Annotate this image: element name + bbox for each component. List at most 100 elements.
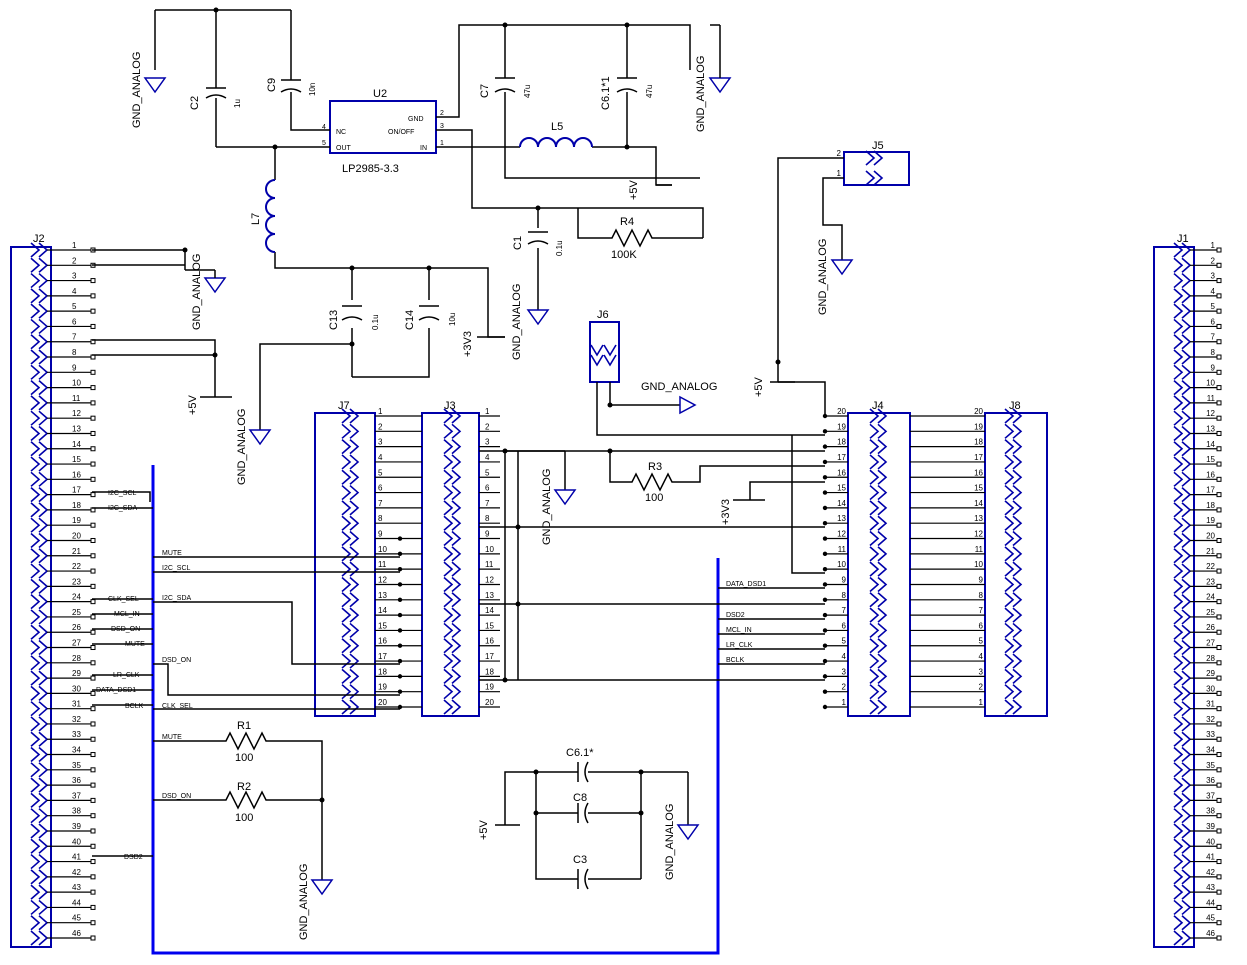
j8-pin-number: 1 — [979, 698, 984, 707]
ground-symbols — [143, 77, 854, 896]
j1-pin-contact — [1173, 624, 1192, 640]
j1-body — [1153, 246, 1195, 948]
j2-pin-number: 38 — [72, 807, 81, 816]
j2-pin-pad — [90, 859, 96, 865]
j2-pin-number: 43 — [72, 883, 81, 892]
j4-pin-junction — [822, 597, 828, 602]
j3-pin-contact — [443, 469, 462, 485]
j8-pin-number: 19 — [974, 422, 983, 431]
ground-stubs — [185, 24, 721, 278]
j2-net-27: MUTE — [125, 641, 145, 648]
j8-pin-number: 17 — [974, 453, 983, 462]
j4-pin-contact — [869, 576, 888, 593]
j8-pin-number: 10 — [974, 560, 983, 569]
j2-pin-number: 12 — [72, 409, 81, 418]
j4-pin-contact — [869, 699, 888, 715]
j1-pin-number: 10 — [1206, 379, 1215, 388]
j1-pin-contact — [1173, 823, 1192, 839]
j8-pin-contact — [1004, 699, 1023, 715]
j1-pin-contact — [1173, 808, 1192, 824]
j1-pin-pad — [1216, 293, 1222, 299]
j3-pin-contact — [443, 484, 462, 501]
c3-ref: C3 — [573, 854, 587, 866]
j2-pin-contact — [30, 777, 49, 793]
j8-pin-number: 3 — [979, 667, 984, 676]
j1-pin-number: 5 — [1211, 302, 1216, 311]
c8-ref: C8 — [573, 792, 587, 804]
resistor-symbols — [215, 228, 688, 810]
j1-pin-number: 45 — [1206, 914, 1215, 923]
power-bars — [477, 184, 795, 826]
j8-pin-contact — [1004, 408, 1023, 424]
j2-pin-pad — [90, 323, 96, 329]
j2-pin-pad — [90, 537, 96, 543]
j2-pin-number: 22 — [72, 562, 81, 571]
j2-pin-number: 32 — [72, 715, 81, 724]
j1-pin-pad — [1216, 782, 1222, 788]
r4-ref: R4 — [620, 216, 634, 228]
gnd-label-9: GND_ANALOG — [298, 864, 310, 940]
j1-pin-number: 33 — [1206, 730, 1215, 739]
j8-pin-contact — [1004, 653, 1023, 669]
j2-net-26: DSD_ON — [111, 626, 140, 633]
j2-pin-contact — [30, 517, 49, 533]
j1-pin-number: 41 — [1206, 853, 1215, 862]
j1-pin-number: 16 — [1206, 470, 1215, 479]
c7-ref: C7 — [479, 84, 491, 98]
u2-ref: U2 — [373, 88, 387, 100]
j7-pin-contact — [341, 592, 360, 608]
j7-pin-number: 20 — [378, 698, 387, 707]
j7-pin-contact — [341, 653, 360, 669]
j3-pin-number: 11 — [485, 560, 494, 569]
j3-pin-contact — [443, 546, 462, 562]
j4-pin-number: 20 — [837, 407, 846, 416]
j1-pin-contact — [1173, 563, 1192, 579]
p5v-label-2: +5V — [187, 394, 199, 415]
j1-pin-contact — [1173, 899, 1192, 916]
j1-pin-pad — [1216, 415, 1222, 421]
j8-pin-number: 9 — [979, 575, 984, 584]
j2-pin-number: 21 — [72, 547, 81, 556]
j2-pin-number: 4 — [72, 287, 77, 296]
j4-pin-junction — [822, 582, 828, 587]
j1-pin-number: 11 — [1207, 394, 1216, 403]
j3-pin-number: 1 — [485, 407, 490, 416]
j5-body — [843, 151, 910, 186]
j3-pin-number: 2 — [485, 422, 490, 431]
j1-pin-pad — [1216, 537, 1222, 543]
j2-pin-pad — [90, 415, 96, 421]
j2-pin-pad — [90, 660, 96, 666]
j2-pin-pad — [90, 461, 96, 467]
j8-pin-number: 16 — [974, 468, 983, 477]
j2-pin-pad — [90, 430, 96, 436]
j2-pin-pad — [90, 400, 96, 406]
j3-pin-number: 6 — [485, 484, 490, 493]
c13-ref: C13 — [328, 310, 340, 330]
j3-pin-contact — [443, 592, 462, 608]
j8-pin-contact — [1004, 530, 1023, 547]
j7-pin-contact — [341, 561, 360, 577]
j2-net-25: MCL_IN — [114, 611, 140, 618]
gnd-label-4: GND_ANALOG — [511, 284, 523, 360]
j4-pin-number: 1 — [842, 698, 847, 707]
j2-pin-number: 19 — [72, 516, 81, 525]
j1-pin-number: 39 — [1206, 822, 1215, 831]
u2-pin-number: 5 — [322, 140, 326, 147]
j1-pin-contact — [1173, 762, 1192, 778]
gnd-label-10: GND_ANALOG — [664, 804, 676, 880]
j4-pin-junction — [822, 459, 828, 465]
gnd-label-3: GND_ANALOG — [191, 254, 203, 330]
j1-pin-pad — [1216, 247, 1222, 253]
j8-pin-contact — [1004, 454, 1023, 470]
j1-pin-pad — [1216, 660, 1222, 666]
j4-pin-contact — [869, 607, 888, 623]
j2-pin-pad — [90, 706, 96, 712]
j1-pin-contact — [1173, 242, 1192, 258]
j2-pin-pad — [90, 889, 96, 895]
p5v-label-1: +5V — [628, 179, 640, 200]
j1-pin-pad — [1216, 522, 1222, 528]
j1-ref: J1 — [1177, 233, 1189, 245]
j1-pin-contact — [1173, 639, 1192, 656]
j7-pin-number: 13 — [378, 591, 387, 600]
j7-pin-number: 19 — [378, 683, 387, 692]
